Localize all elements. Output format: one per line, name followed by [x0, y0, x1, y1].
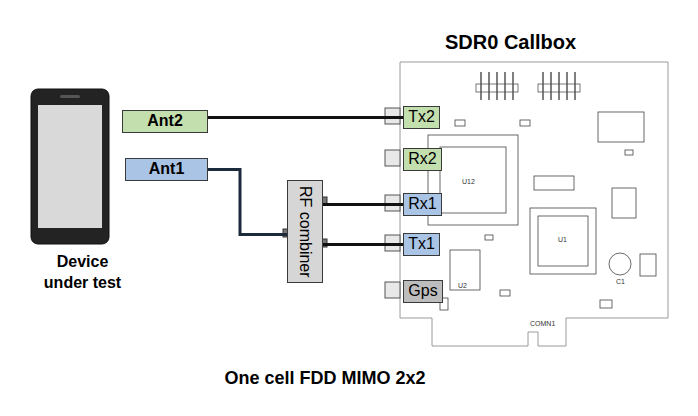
port-label: Rx2 — [403, 148, 442, 171]
callbox-card: SDR0 CallboxTx2Rx2Rx1Tx1Gps — [400, 62, 668, 318]
device-phone: Device under test — [30, 88, 110, 245]
antenna-label: Ant1 — [125, 158, 208, 181]
pcb-outline — [400, 62, 668, 346]
phone-outline — [30, 88, 110, 245]
rf-cable — [323, 243, 403, 246]
resistor — [520, 120, 530, 126]
port-label: Rx1 — [403, 193, 442, 216]
rf-cable — [208, 116, 403, 119]
node-text: Gps — [408, 282, 437, 300]
rf-cable — [323, 203, 403, 206]
node-text: Tx2 — [408, 108, 435, 126]
port-label: Tx1 — [403, 233, 440, 256]
node-text: Tx1 — [408, 235, 435, 253]
header-pins — [481, 72, 575, 100]
component — [640, 254, 656, 276]
capacitor-c1 — [609, 253, 631, 275]
node-heading: SDR0 Callbox — [445, 31, 576, 54]
node-text: Rx2 — [408, 150, 436, 168]
rf-combiner-box: RF combiner — [287, 180, 323, 283]
antenna-label: Ant2 — [122, 110, 208, 133]
node-text: Ant1 — [149, 160, 185, 178]
phone-speaker — [60, 95, 80, 98]
part-label: COMN1 — [530, 320, 555, 327]
pin-headers — [476, 72, 580, 100]
resistor — [455, 120, 465, 126]
resistor — [500, 290, 510, 296]
resistor — [485, 235, 493, 240]
chip — [598, 112, 644, 142]
part-label: U1 — [558, 236, 567, 243]
part-label: U2 — [458, 282, 467, 289]
node-text: Rx1 — [408, 195, 436, 213]
node-text: RF combiner — [296, 186, 314, 278]
chip-u2 — [450, 250, 480, 290]
chip-u12-die — [440, 147, 506, 213]
phone-screen — [38, 105, 102, 228]
part-label: U12 — [462, 178, 475, 185]
components — [428, 112, 656, 310]
connector-block — [534, 176, 574, 190]
chip-u1-die — [538, 216, 588, 266]
resistor — [625, 150, 633, 155]
chip — [612, 188, 636, 218]
resistor — [600, 300, 612, 308]
node-heading: Device under test — [35, 251, 130, 293]
sma-connector — [385, 150, 400, 166]
sma-connector — [385, 282, 400, 298]
rf-cable — [208, 170, 287, 235]
node-text: Ant2 — [147, 112, 183, 130]
part-label: C1 — [616, 278, 625, 285]
port-label: Tx2 — [403, 106, 440, 129]
phone-body — [31, 89, 109, 244]
chip-u1 — [530, 208, 596, 274]
caption: One cell FDD MIMO 2x2 — [0, 368, 650, 389]
port-label: Gps — [403, 280, 443, 303]
